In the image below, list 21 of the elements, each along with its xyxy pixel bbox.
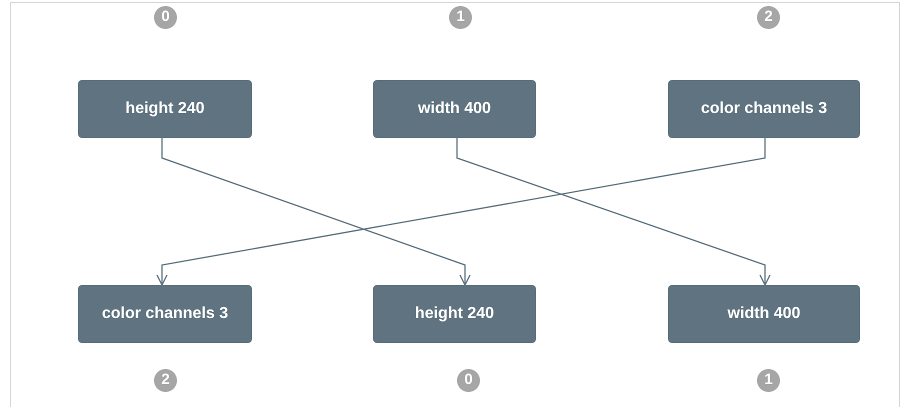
process-box: [78, 80, 252, 138]
process-box: [668, 285, 860, 343]
process-box: [373, 285, 536, 343]
connector-arrow: [156, 138, 766, 286]
box-label: height 240: [125, 99, 205, 119]
box-label: color channels 3: [700, 99, 828, 119]
connector-arrow: [161, 138, 471, 286]
process-box: [373, 80, 536, 138]
box-label: width 400: [418, 99, 491, 119]
connector-arrow: [456, 138, 771, 286]
box-label: width 400: [728, 304, 800, 324]
process-box: [78, 285, 252, 343]
index-badge: 2: [757, 6, 780, 29]
index-badge: 2: [154, 369, 177, 392]
index-badge: 1: [757, 369, 780, 392]
index-badge: 0: [154, 6, 177, 29]
index-badge: 0: [457, 369, 480, 392]
index-badge: 1: [449, 6, 472, 29]
box-label: color channels 3: [102, 304, 228, 324]
process-box: [668, 80, 860, 138]
box-label: height 240: [414, 304, 494, 324]
